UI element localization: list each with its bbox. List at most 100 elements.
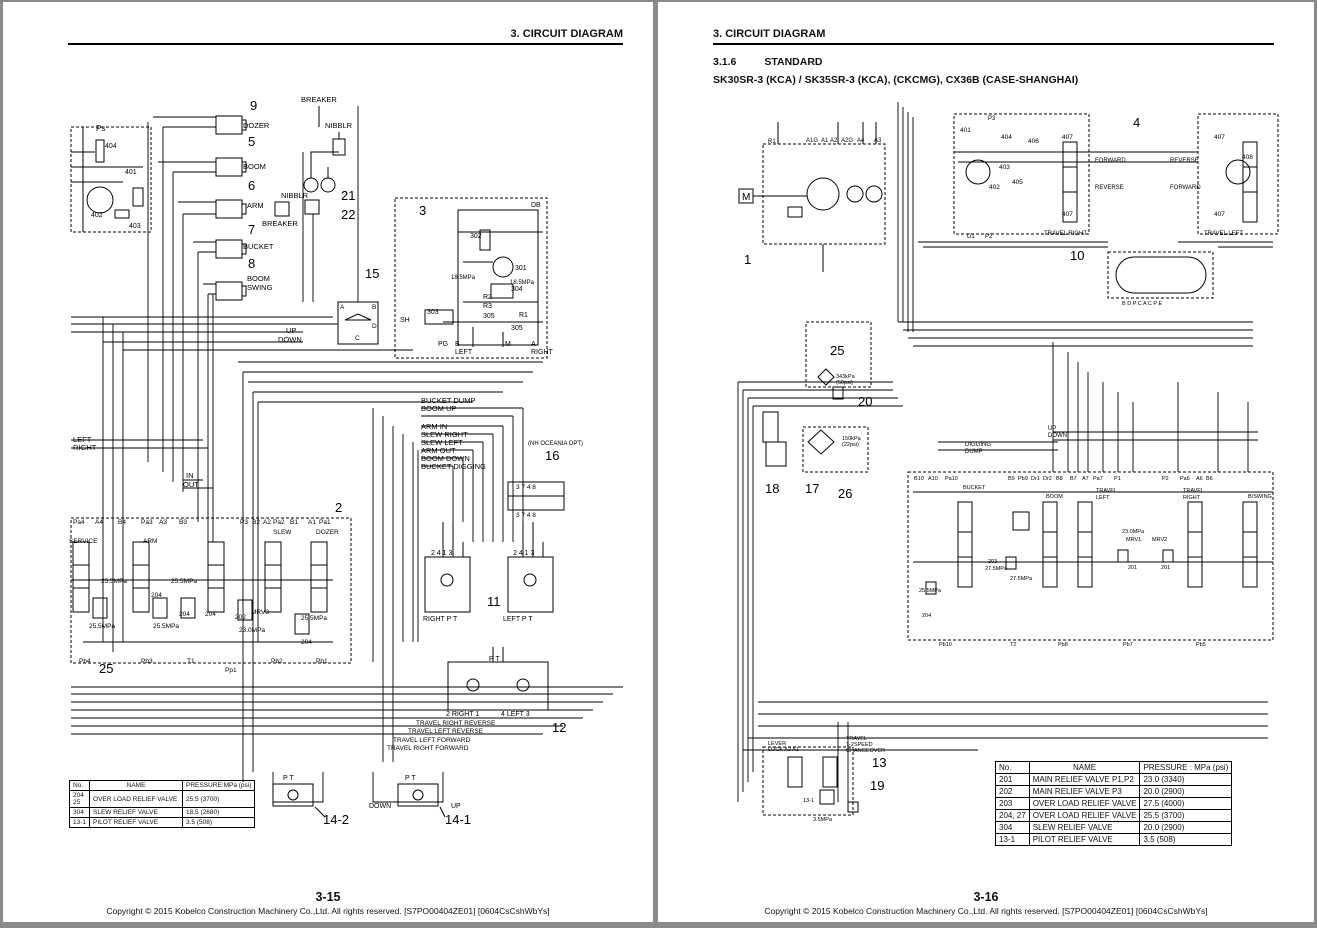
svg-text:LEFT: LEFT <box>1096 495 1110 501</box>
control-valve-right <box>907 471 1274 641</box>
svg-text:TRAVEL LEFT REVERSE: TRAVEL LEFT REVERSE <box>408 728 484 735</box>
svg-text:14-2: 14-2 <box>323 812 349 827</box>
filters: 343kPa (50psi) 150kPa (22psi) <box>762 321 872 473</box>
header-rule <box>713 43 1274 45</box>
svg-text:A1G: A1G <box>806 138 818 144</box>
relief-valve-table-left: No. NAME PRESSURE:MPa (psi) 204 25 OVER … <box>68 780 256 828</box>
svg-text:LEFT: LEFT <box>73 435 92 444</box>
circuit-diagram-left: Ps 404 401 402 403 DOZER BOOM ARM BUCKET… <box>69 95 623 827</box>
svg-text:B1: B1 <box>290 519 298 526</box>
svg-text:2 4 1 3: 2 4 1 3 <box>513 550 535 557</box>
svg-text:BREAKER: BREAKER <box>262 219 298 228</box>
svg-text:RIGHT: RIGHT <box>1183 495 1201 501</box>
svg-text:TRAVEL: TRAVEL <box>846 736 867 742</box>
svg-text:2: 2 <box>335 500 342 515</box>
header-rule <box>68 43 623 45</box>
svg-text:B7: B7 <box>1070 476 1077 482</box>
svg-text:Dr2: Dr2 <box>1043 476 1052 482</box>
svg-text:23.0MPa: 23.0MPa <box>1122 529 1145 535</box>
remote-valves-11: 2 4 1 3 2 4 1 3 RIGHT P T LEFT P T <box>423 522 554 623</box>
svg-text:A2G: A2G <box>841 138 853 144</box>
svg-text:MRV2: MRV2 <box>1152 537 1167 543</box>
svg-text:DOWN: DOWN <box>278 335 302 344</box>
svg-text:204: 204 <box>922 613 931 619</box>
svg-text:B: B <box>372 304 376 311</box>
svg-text:DOZER: DOZER <box>243 121 270 130</box>
svg-text:BUCKET: BUCKET <box>963 485 986 491</box>
svg-text:6: 6 <box>248 178 255 193</box>
cylinder-labels: DOZER BOOM ARM BUCKET BOOM SWING <box>243 121 274 292</box>
svg-text:5: 5 <box>248 134 255 149</box>
svg-text:401: 401 <box>125 169 137 176</box>
svg-text:FORWARD: FORWARD <box>1095 158 1126 164</box>
svg-text:A6: A6 <box>1196 476 1203 482</box>
svg-text:BUCKET DIGGING: BUCKET DIGGING <box>421 462 486 471</box>
svg-text:ARM IN: ARM IN <box>421 422 447 431</box>
svg-text:9: 9 <box>250 98 257 113</box>
svg-text:406: 406 <box>1028 138 1039 145</box>
svg-text:R3: R3 <box>483 303 492 310</box>
svg-text:A1: A1 <box>308 519 316 526</box>
svg-text:202: 202 <box>235 614 246 621</box>
svg-text:B6: B6 <box>1206 476 1213 482</box>
svg-text:20: 20 <box>858 394 872 409</box>
svg-text:UP: UP <box>451 803 461 810</box>
svg-text:T1: T1 <box>187 658 195 665</box>
circuit-diagram-right: M R1 A1G A1 A2 A2G A4 A3 404 401 406 407… <box>737 102 1279 823</box>
shuttle-valve-15: A B D C <box>337 301 379 345</box>
svg-text:14-1: 14-1 <box>445 812 471 827</box>
svg-text:REVERSE: REVERSE <box>1095 185 1124 191</box>
pipes-right <box>737 102 1273 802</box>
svg-text:BOOM UP: BOOM UP <box>421 404 456 413</box>
svg-text:P2: P2 <box>985 234 993 240</box>
svg-text:TRAVEL RIGHT REVERSE: TRAVEL RIGHT REVERSE <box>416 720 496 727</box>
svg-text:204: 204 <box>179 611 190 618</box>
svg-text:18: 18 <box>765 481 779 496</box>
svg-text:Pb9: Pb9 <box>1018 476 1028 482</box>
svg-text:BREAKER: BREAKER <box>301 95 337 104</box>
svg-text:408: 408 <box>1242 154 1253 161</box>
svg-text:Pp1: Pp1 <box>225 667 237 674</box>
svg-text:150kPa: 150kPa <box>842 436 862 442</box>
svg-text:3: 3 <box>419 203 426 218</box>
svg-text:204: 204 <box>205 611 216 618</box>
svg-text:11: 11 <box>487 594 501 609</box>
svg-text:4 LEFT 3: 4 LEFT 3 <box>501 711 530 718</box>
svg-text:RIGHT: RIGHT <box>531 349 554 356</box>
svg-text:Pb5: Pb5 <box>1196 642 1206 648</box>
control-valve-left-labels: Pa4 A4 B4 Pa3 A3 B3 P3 B2 A2 Pa2 B1 A1 P… <box>69 519 339 674</box>
svg-text:SH: SH <box>400 317 410 324</box>
section-title: STANDARD <box>764 56 823 68</box>
svg-text:RIGHT P T: RIGHT P T <box>423 616 458 623</box>
svg-text:REVERSE: REVERSE <box>1170 158 1199 164</box>
svg-text:22: 22 <box>341 207 355 222</box>
svg-text:Pa2: Pa2 <box>273 519 285 526</box>
table-row: 304 SLEW RELIEF VALVE 18.5 (2680) <box>68 807 256 818</box>
svg-text:LOCK A2 A1: LOCK A2 A1 <box>768 747 799 753</box>
copyright: Copyright © 2015 Kobelco Construction Ma… <box>764 906 1208 916</box>
svg-text:(22psi): (22psi) <box>842 442 859 448</box>
svg-text:27.5MPa: 27.5MPa <box>985 566 1008 572</box>
svg-text:25.5MPa: 25.5MPa <box>101 578 127 585</box>
svg-text:B/SWING: B/SWING <box>1248 494 1272 500</box>
page-number: 3-15 <box>315 890 341 904</box>
svg-text:(50psi): (50psi) <box>836 380 853 386</box>
svg-text:Pb2: Pb2 <box>271 658 283 665</box>
svg-text:26: 26 <box>838 486 852 501</box>
svg-text:343kPa: 343kPa <box>836 374 856 380</box>
svg-text:UP: UP <box>1048 426 1056 432</box>
svg-text:LEFT: LEFT <box>455 349 473 356</box>
svg-text:Dr1: Dr1 <box>1031 476 1040 482</box>
svg-text:407: 407 <box>1062 134 1073 141</box>
svg-text:C: C <box>355 335 360 342</box>
svg-text:P T: P T <box>283 775 294 782</box>
main-pump-group: M R1 A1G A1 A2 A2G A4 A3 <box>738 122 886 272</box>
travel-remote-12: P T 2 RIGHT 1 4 LEFT 3 TRAVEL RIGHT REVE… <box>387 647 549 752</box>
svg-text:P1: P1 <box>1114 476 1121 482</box>
svg-text:B3: B3 <box>179 519 187 526</box>
svg-text:TRAVEL LEFT FORWARD: TRAVEL LEFT FORWARD <box>393 737 470 744</box>
